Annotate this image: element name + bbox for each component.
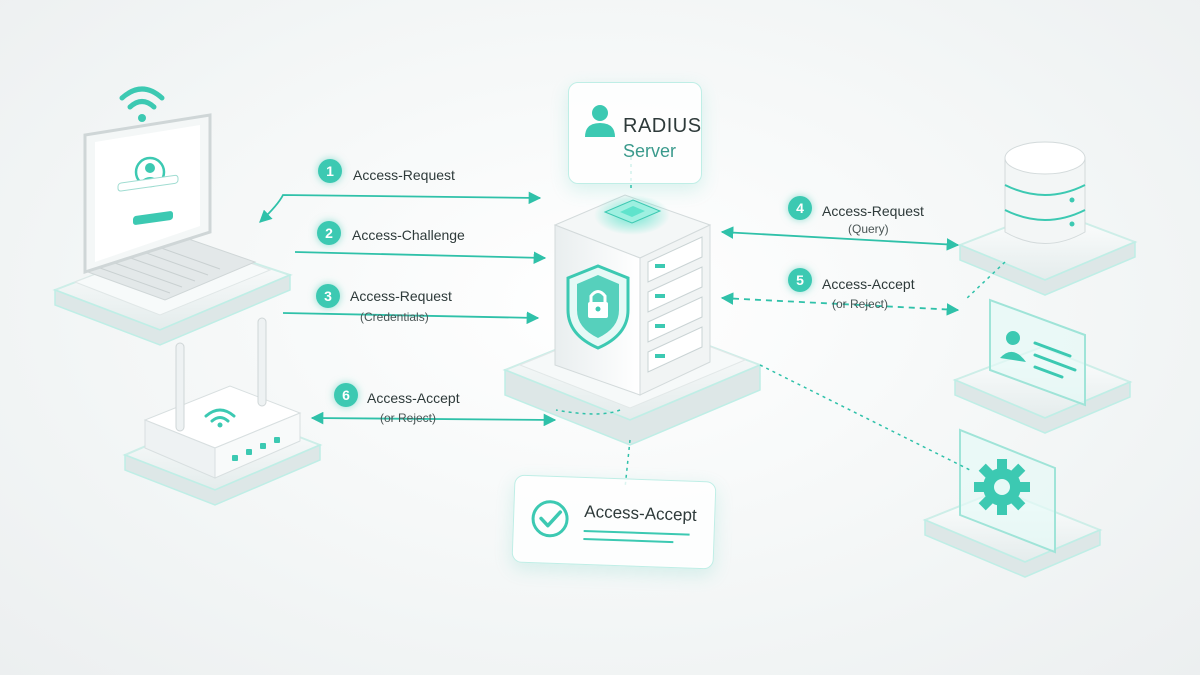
wireless-router (122, 317, 323, 506)
step-label-1: Access-Request (353, 167, 455, 183)
step-sublabel-3: (Credentials) (360, 310, 429, 324)
gear-icon (974, 459, 1030, 515)
arrow-step-3 (282, 311, 540, 325)
server-title: RADIUS (623, 115, 702, 137)
accept-line (583, 529, 690, 536)
step-number-5: 5 (788, 268, 812, 292)
step-number-2: 2 (317, 221, 341, 245)
step-number-6: 6 (334, 383, 358, 407)
flow-arrows (259, 191, 960, 427)
step-sublabel-5: (or Reject) (832, 297, 889, 311)
arrow-step-6 (310, 411, 557, 427)
user-icon (585, 105, 615, 137)
dotted-links (555, 150, 1006, 489)
step-number-1: 1 (318, 159, 342, 183)
accept-line (583, 537, 674, 544)
step-label-6: Access-Accept (367, 390, 460, 406)
laptop-client (52, 113, 293, 346)
step-number-4: 4 (788, 196, 812, 220)
wifi-icon (119, 86, 165, 122)
step-label-3: Access-Request (350, 288, 452, 304)
step-label-2: Access-Challenge (352, 227, 465, 243)
radius-server-card: RADIUS Server (568, 82, 702, 184)
step-sublabel-4: (Query) (848, 222, 889, 236)
radius-server (502, 194, 763, 446)
server-subtitle: Server (623, 141, 677, 161)
access-accept-card: Access-Accept (511, 474, 717, 570)
arrow-step-1 (259, 191, 542, 223)
arrow-step-4 (720, 226, 960, 251)
step-label-5: Access-Accept (822, 276, 915, 292)
id-card-icon (952, 298, 1133, 434)
arrow-step-2 (294, 251, 547, 265)
step-label-4: Access-Request (822, 203, 924, 219)
step-number-3: 3 (316, 284, 340, 308)
database-icon (957, 141, 1138, 296)
step-sublabel-6: (or Reject) (380, 411, 437, 425)
access-accept-label: Access-Accept (584, 501, 698, 525)
checkmark-icon (531, 500, 569, 538)
